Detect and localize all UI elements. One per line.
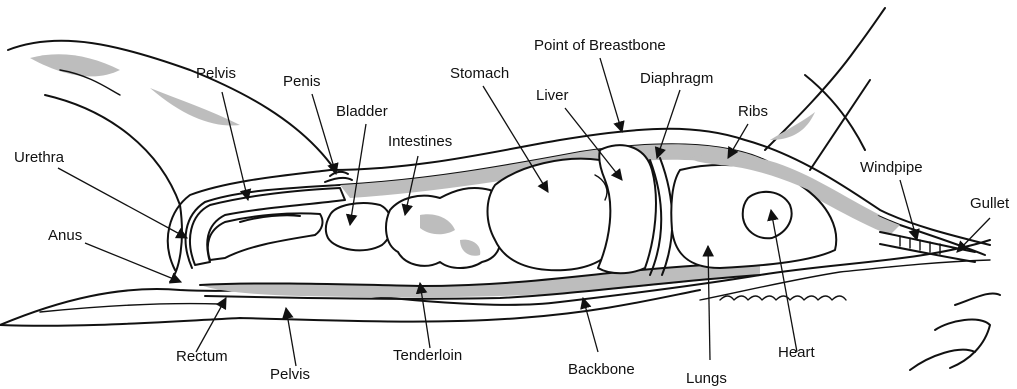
fore-leg (765, 8, 885, 170)
label-gullet: Gullet (970, 196, 1009, 211)
label-windpipe: Windpipe (860, 160, 923, 175)
label-penis: Penis (283, 74, 321, 89)
label-ribs: Ribs (738, 104, 768, 119)
label-intestines: Intestines (388, 134, 452, 149)
label-anus: Anus (48, 228, 82, 243)
belly-and-lower-body (0, 240, 1000, 370)
label-point-of-breastbone: Point of Breastbone (534, 38, 666, 53)
bladder-shape (326, 203, 392, 250)
label-pelvis-bottom: Pelvis (270, 367, 310, 382)
label-backbone: Backbone (568, 362, 635, 377)
label-liver: Liver (536, 88, 569, 103)
heart-shape (743, 192, 792, 238)
label-tenderloin: Tenderloin (393, 348, 462, 363)
label-pelvis-top: Pelvis (196, 66, 236, 81)
label-bladder: Bladder (336, 104, 388, 119)
label-stomach: Stomach (450, 66, 509, 81)
label-rectum: Rectum (176, 349, 228, 364)
label-heart: Heart (778, 345, 815, 360)
label-urethra: Urethra (14, 150, 64, 165)
label-lungs: Lungs (686, 371, 727, 386)
label-diaphragm: Diaphragm (640, 71, 713, 86)
